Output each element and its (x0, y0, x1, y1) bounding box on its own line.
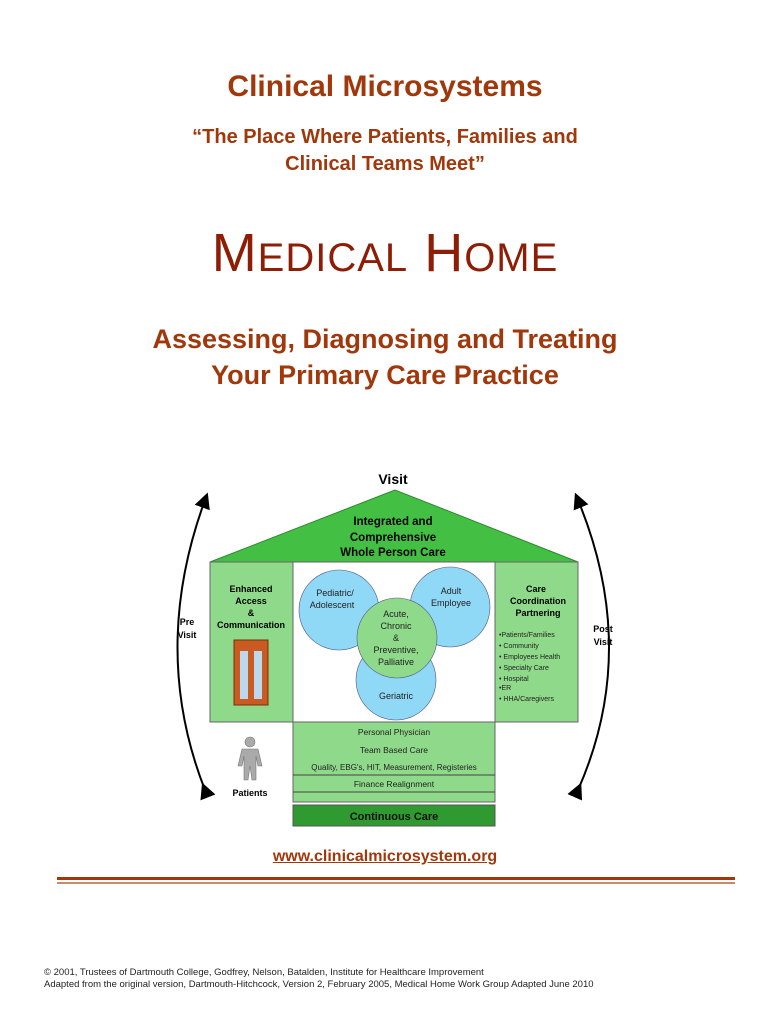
heading-h: H (424, 223, 465, 283)
subtitle-line-2: Clinical Teams Meet” (285, 153, 485, 175)
circle-text: Geriatric (379, 691, 414, 701)
right-bullet: • Hospital (499, 676, 529, 683)
heading-edical: EDICAL (257, 236, 409, 280)
assessing-line-2: Your Primary Care Practice (211, 360, 559, 390)
circle-text: Acute, (383, 609, 409, 619)
roof-text: Comprehensive (350, 532, 436, 544)
website-link[interactable]: www.clinicalmicrosystem.org (272, 848, 498, 865)
visit-label: Visit (378, 471, 408, 487)
circle-text: Pediatric/ (316, 588, 354, 598)
heading-ome: OME (464, 236, 559, 280)
right-text: Partnering (515, 608, 560, 618)
right-bullet: • Employees Health (499, 654, 560, 661)
left-text: Access (235, 596, 267, 606)
patient-icon (237, 736, 263, 781)
circle-text: Chronic (380, 621, 412, 631)
post-visit-arrow (567, 492, 610, 801)
band-text: Finance Realignment (354, 779, 435, 789)
roof-text: Whole Person Care (340, 547, 445, 559)
post-visit-text: Post (593, 624, 613, 634)
pre-visit-text: Pre (180, 617, 195, 627)
circle-text: Adolescent (310, 600, 355, 610)
bands-box (292, 721, 496, 803)
pre-visit-arrow (176, 492, 216, 801)
circle-text: Palliative (378, 657, 414, 667)
right-bullet: • Community (499, 643, 539, 650)
right-bullet: • HHA/Caregivers (499, 696, 554, 703)
page-title: Clinical Microsystems (227, 70, 543, 103)
roof-text: Integrated and (353, 516, 432, 528)
door-icon (233, 639, 269, 706)
copyright-text: © 2001, Trustees of Dartmouth College, G… (44, 967, 484, 978)
acute-chronic-circle (356, 597, 438, 679)
right-bullet: •ER (499, 685, 511, 692)
medical-home-heading: MEDICAL HOME (0, 222, 770, 284)
left-text: Communication (217, 620, 285, 630)
band-text: Team Based Care (360, 745, 428, 755)
continuous-care-bar (292, 804, 496, 827)
band-text: Quality, EBG's, HIT, Measurement, Regist… (311, 763, 476, 772)
left-text: Enhanced (229, 584, 272, 594)
adapted-text: Adapted from the original version, Dartm… (44, 979, 594, 990)
right-pillar (494, 561, 579, 723)
subtitle-line-1: “The Place Where Patients, Families and (192, 126, 578, 148)
assessing-line-1: Assessing, Diagnosing and Treating (152, 324, 618, 354)
circle-text: & (393, 633, 399, 643)
circle-text: Adult (441, 586, 462, 596)
patients-label: Patients (232, 788, 267, 798)
left-text: & (248, 608, 255, 618)
band-text: Personal Physician (358, 727, 431, 737)
right-bullet: •Patients/Families (499, 632, 555, 639)
circle-text: Employee (431, 598, 471, 608)
circle-text: Preventive, (373, 645, 418, 655)
right-text: Coordination (510, 596, 566, 606)
continuous-care-text: Continuous Care (350, 811, 439, 823)
pre-visit-text: Visit (178, 630, 197, 640)
divider (57, 877, 735, 880)
right-text: Care (526, 584, 546, 594)
right-bullet: • Specialty Care (499, 665, 549, 672)
divider (57, 882, 735, 884)
heading-m: M (211, 223, 258, 283)
post-visit-text: Visit (594, 637, 613, 647)
